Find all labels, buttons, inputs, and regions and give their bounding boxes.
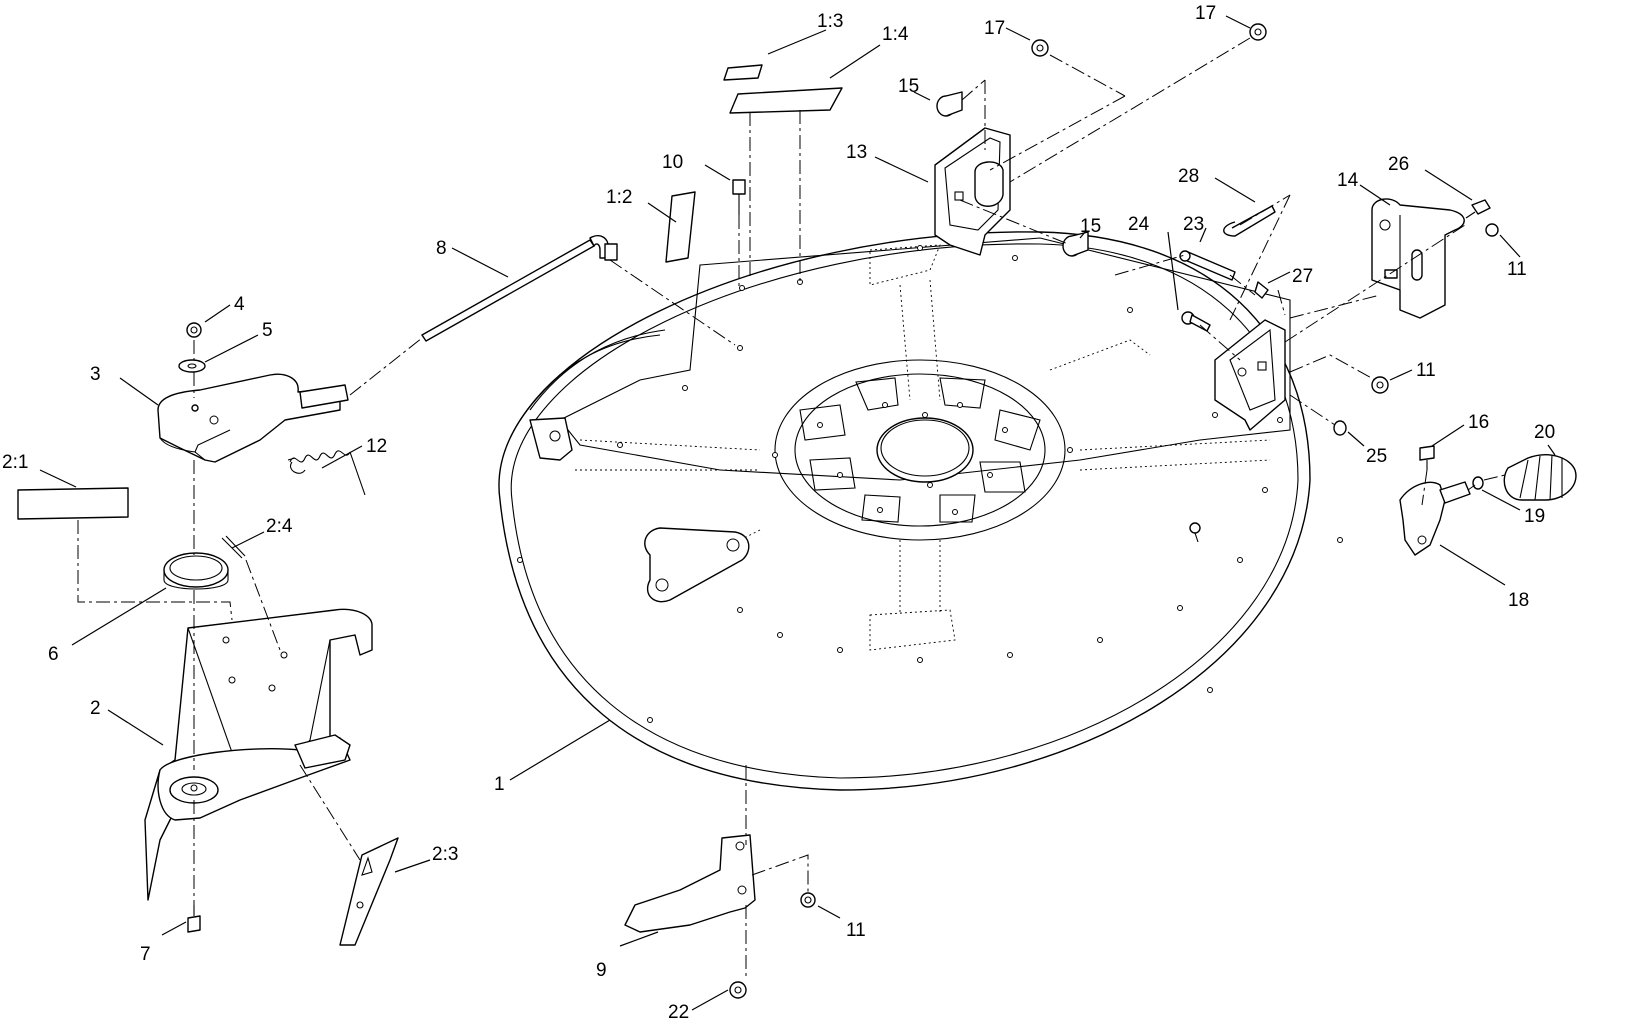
bracket-24 xyxy=(1214,319,1286,431)
callout-17-right: 17 xyxy=(1195,3,1216,24)
ring-6 xyxy=(163,552,229,590)
bracket-9 xyxy=(624,834,756,933)
callout-8: 8 xyxy=(436,238,447,259)
oring-19 xyxy=(1472,476,1484,490)
callout-3: 3 xyxy=(90,364,101,385)
callout-1-3: 1:3 xyxy=(817,11,843,32)
nut-4 xyxy=(186,322,202,338)
leader-lines xyxy=(39,15,1556,1011)
nuts-17 xyxy=(1031,23,1267,57)
callout-1-4: 1:4 xyxy=(882,24,909,45)
callout-27: 27 xyxy=(1292,266,1313,287)
rod-8 xyxy=(421,234,618,342)
arm-3 xyxy=(157,373,349,463)
nut-22 xyxy=(729,981,747,999)
chute-2 xyxy=(144,608,373,901)
callout-1-2: 1:2 xyxy=(606,187,632,208)
callout-24: 24 xyxy=(1128,214,1150,235)
callout-1: 1 xyxy=(494,774,505,795)
bolt-7 xyxy=(187,905,201,933)
callout-16: 16 xyxy=(1468,412,1489,433)
callout-26: 26 xyxy=(1388,154,1409,175)
fitting-18 xyxy=(1399,481,1471,556)
bracket-14 xyxy=(1371,198,1465,319)
decal-2-3 xyxy=(339,837,399,946)
callout-20: 20 xyxy=(1534,422,1555,443)
callouts: 1 1:2 1:3 1:4 2 2:1 2:3 2:4 3 4 5 6 7 8 … xyxy=(2,3,1555,1023)
callout-6: 6 xyxy=(48,644,59,665)
callout-13: 13 xyxy=(846,142,867,163)
callout-2: 2 xyxy=(90,698,101,719)
deck-holes xyxy=(517,245,1343,723)
callout-7: 7 xyxy=(140,944,151,965)
callout-17-left: 17 xyxy=(984,18,1005,39)
callout-25: 25 xyxy=(1366,446,1387,467)
washer-5 xyxy=(178,359,206,373)
callout-5: 5 xyxy=(262,320,273,341)
bolt-16 xyxy=(1419,445,1435,470)
callout-10: 10 xyxy=(662,152,683,173)
callout-4: 4 xyxy=(234,294,245,315)
callout-14: 14 xyxy=(1337,170,1359,191)
spring-12 xyxy=(287,450,366,496)
plug-20 xyxy=(1503,454,1577,501)
callout-18: 18 xyxy=(1508,590,1529,611)
callout-23: 23 xyxy=(1183,214,1204,235)
callout-11-middle: 11 xyxy=(1416,360,1436,381)
center-lines xyxy=(77,37,1506,978)
callout-15-lower: 15 xyxy=(1080,216,1101,237)
bolt-10 xyxy=(732,179,746,215)
callout-2-1: 2:1 xyxy=(2,452,28,473)
decals-1 xyxy=(665,64,843,263)
pins xyxy=(1179,199,1499,436)
nut-11-bottom xyxy=(800,892,816,908)
mower-deck xyxy=(498,231,1343,791)
callout-28: 28 xyxy=(1178,166,1199,187)
bracket-13 xyxy=(934,127,1011,256)
callout-11-bottom: 11 xyxy=(846,920,866,941)
callout-22: 22 xyxy=(668,1002,689,1023)
callout-19: 19 xyxy=(1524,506,1545,527)
decal-2-1 xyxy=(17,487,129,520)
callout-2-3: 2:3 xyxy=(432,844,458,865)
callout-15-top: 15 xyxy=(898,76,919,97)
callout-2-4: 2:4 xyxy=(266,516,293,537)
callout-9: 9 xyxy=(596,960,607,981)
callout-12: 12 xyxy=(366,436,387,457)
callout-11-right: 11 xyxy=(1507,259,1527,280)
fasteners-15 xyxy=(936,91,1089,257)
